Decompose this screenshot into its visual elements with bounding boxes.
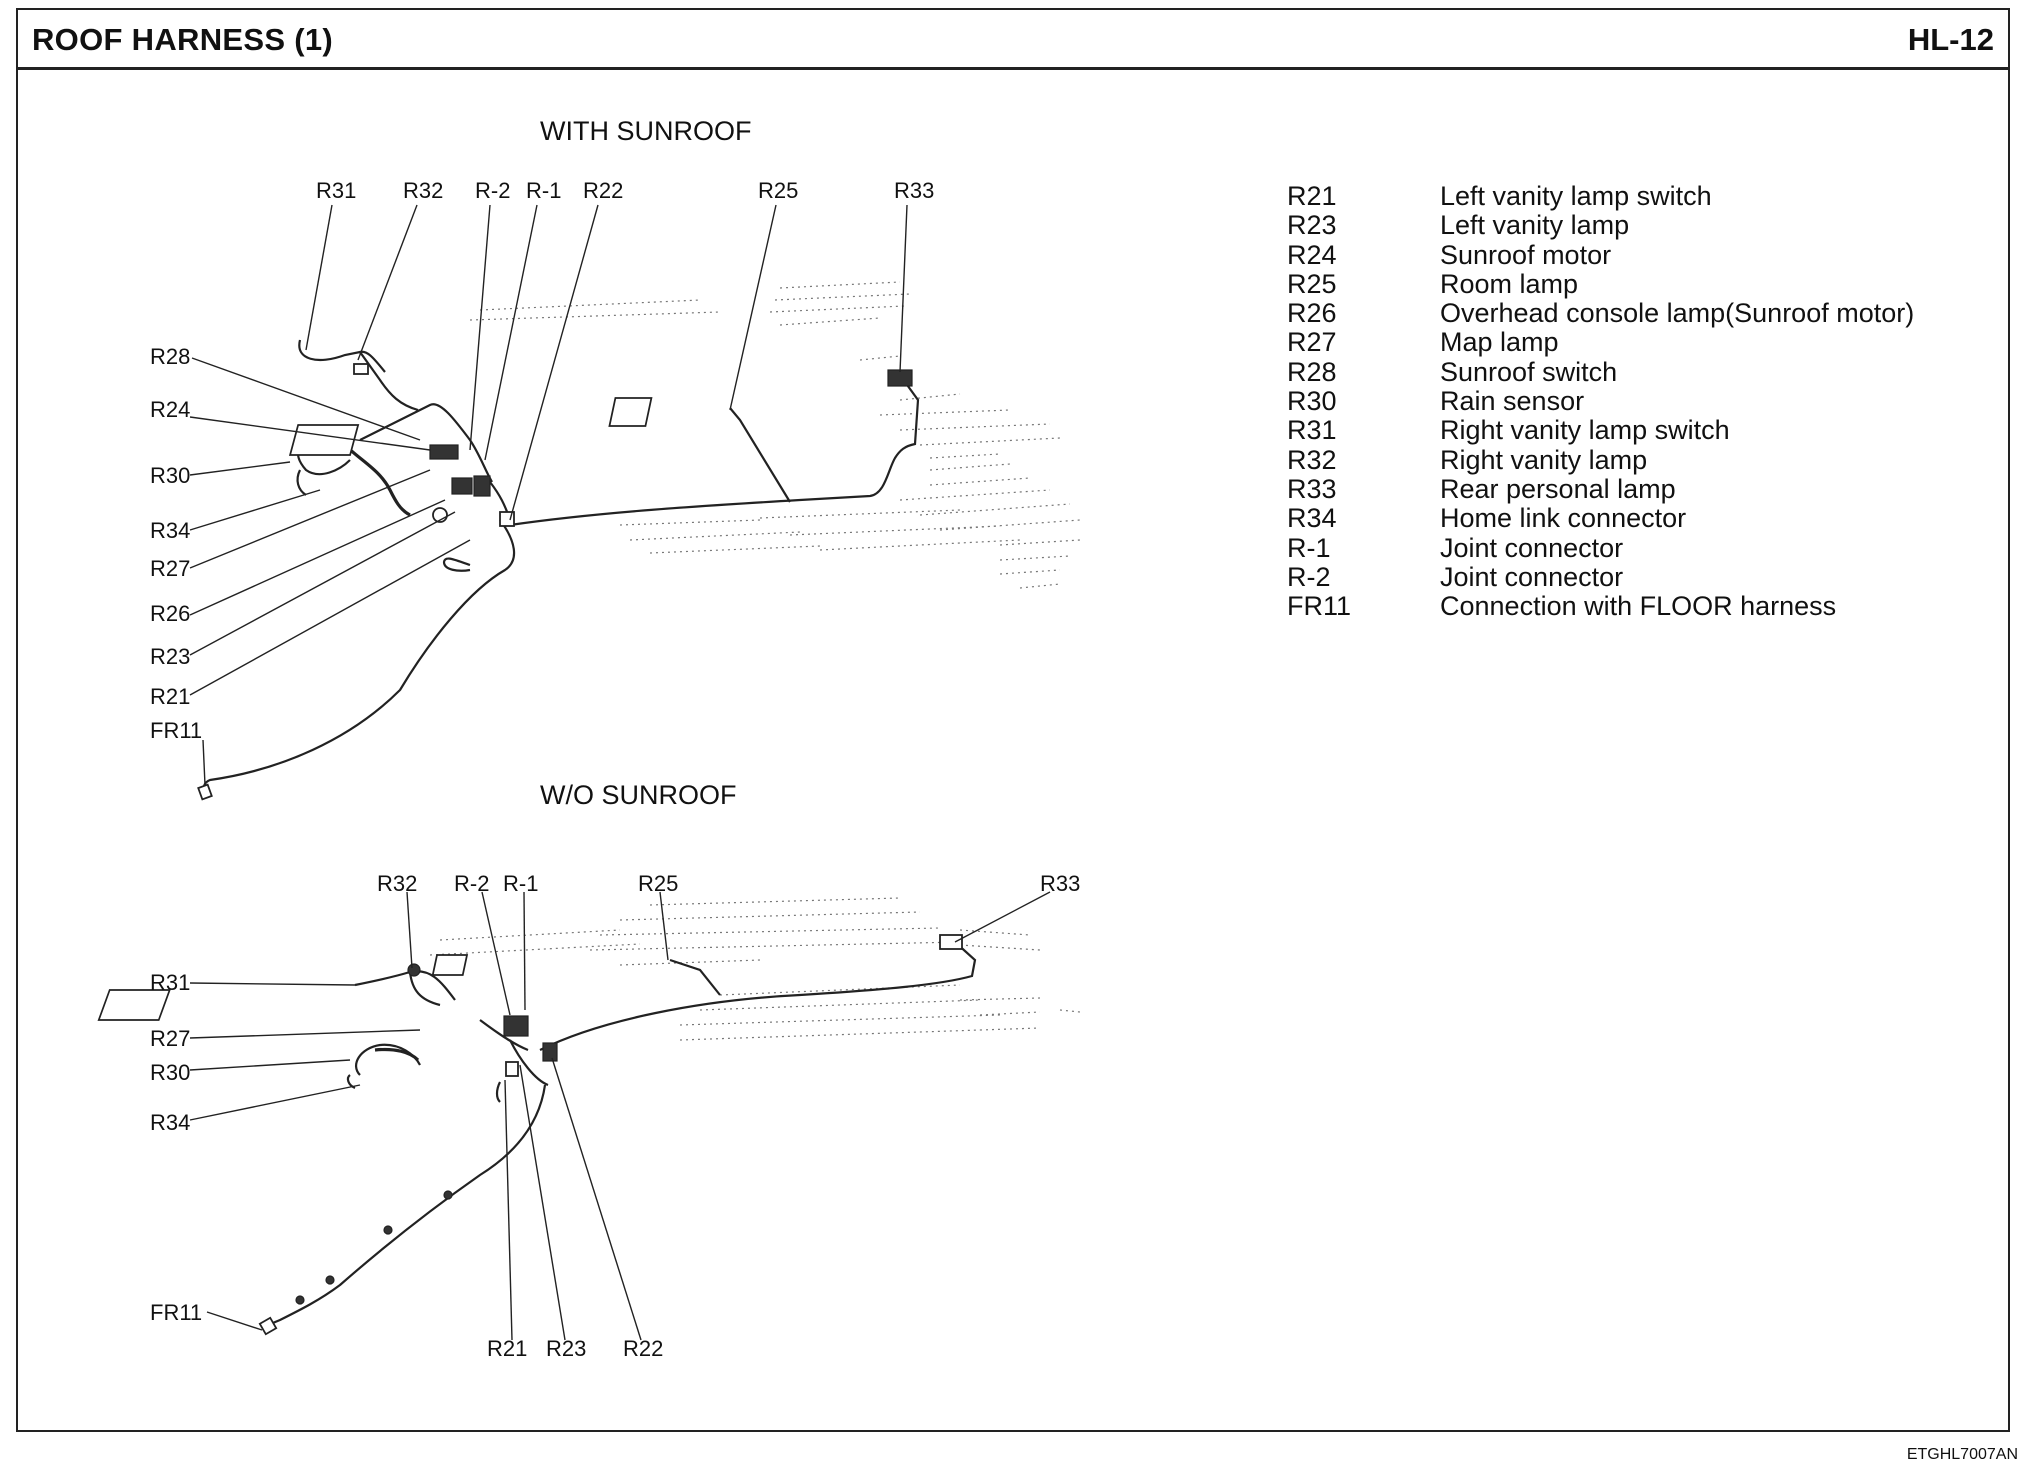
legend-code: R23: [1287, 210, 1337, 241]
wo-sunroof-leaders: [189, 891, 1051, 1341]
ws-label-fr11: FR11: [150, 718, 203, 743]
ws-label-r21: R21: [150, 684, 191, 709]
wo-label-r21: R21: [487, 1336, 528, 1361]
legend-desc: Rear personal lamp: [1440, 473, 1676, 504]
legend-code: R33: [1287, 473, 1337, 504]
legend-code: R34: [1287, 503, 1337, 534]
legend-code: R32: [1287, 444, 1337, 475]
legend-row: R25 Room lamp: [1287, 268, 1987, 299]
wo-label-r32: R32: [377, 871, 418, 896]
legend-code: R26: [1287, 298, 1337, 329]
wo-label-r22: R22: [623, 1336, 664, 1361]
legend-code: FR11: [1287, 591, 1352, 622]
ws-label-r26: R26: [150, 601, 191, 626]
ws-label-r32: R32: [403, 178, 444, 203]
legend-desc: Right vanity lamp switch: [1440, 415, 1730, 446]
wo-label-r-1: R-1: [503, 871, 539, 896]
wo-sunroof-title: W/O SUNROOF: [540, 780, 737, 810]
with-sunroof-headliner: [469, 281, 1081, 589]
legend-code: R24: [1287, 239, 1337, 270]
with-sunroof-harness: [197, 339, 920, 801]
ws-label-r30: R30: [150, 463, 191, 488]
document-code: ETGHL7007AN: [1906, 1446, 2018, 1463]
legend-row: R34 Home link connector: [1287, 504, 1987, 533]
wo-sunroof-harness: [97, 934, 977, 1336]
legend-row: R33 Rear personal lamp: [1287, 473, 1987, 504]
ws-label-r31: R31: [316, 178, 357, 203]
legend-row: R-2 Joint connector: [1287, 561, 1987, 592]
with-sunroof-title: WITH SUNROOF: [540, 116, 752, 146]
legend-row: R32 Right vanity lamp: [1287, 444, 1987, 475]
wo-label-fr11: FR11: [150, 1300, 203, 1325]
legend-code: R21: [1287, 181, 1337, 211]
wo-label-r-2: R-2: [454, 871, 490, 896]
ws-label-r-1: R-1: [526, 178, 562, 203]
wo-label-r27: R27: [150, 1026, 191, 1051]
wo-label-r31: R31: [150, 970, 191, 995]
legend-code: R30: [1287, 386, 1337, 417]
ws-label-r24: R24: [150, 397, 191, 422]
legend-row: R28 Sunroof switch: [1287, 356, 1987, 387]
page-number: HL-12: [1907, 22, 1994, 57]
legend-code: R-1: [1287, 532, 1331, 563]
legend-desc: Map lamp: [1440, 327, 1559, 358]
legend-code: R27: [1287, 327, 1337, 358]
legend-desc: Rain sensor: [1440, 386, 1585, 417]
ws-label-r27: R27: [150, 556, 191, 581]
legend-desc: Joint connector: [1440, 532, 1624, 563]
legend-desc: Left vanity lamp switch: [1440, 181, 1712, 211]
legend-row: R-1 Joint connector: [1287, 532, 1987, 563]
wo-label-r30: R30: [150, 1060, 191, 1085]
legend-desc: Home link connector: [1440, 503, 1687, 534]
wo-sunroof-headliner: [429, 897, 1081, 1041]
ws-label-r33: R33: [894, 178, 935, 203]
ws-label-r34: R34: [150, 518, 191, 543]
legend-desc: Sunroof switch: [1440, 356, 1618, 387]
legend-row: R30 Rain sensor: [1287, 387, 1987, 416]
legend-row: R26 Overhead console lamp(Sunroof motor): [1287, 299, 1987, 328]
page-title: ROOF HARNESS (1): [32, 22, 334, 57]
legend-desc: Left vanity lamp: [1440, 210, 1630, 241]
legend-row: R21 Left vanity lamp switch: [1287, 182, 1987, 211]
legend-code: R-2: [1287, 561, 1331, 592]
legend-code: R31: [1287, 415, 1337, 446]
legend-desc: Right vanity lamp: [1440, 444, 1648, 475]
wo-label-r23: R23: [546, 1336, 587, 1361]
legend-desc: Joint connector: [1440, 561, 1624, 592]
ws-label-r-2: R-2: [475, 178, 511, 203]
with-sunroof-leaders: [189, 204, 908, 786]
legend-row: R23 Left vanity lamp: [1287, 211, 1987, 240]
wo-label-r33: R33: [1040, 871, 1081, 896]
legend-code: R25: [1287, 268, 1337, 299]
ws-label-r25: R25: [758, 178, 799, 203]
wo-label-r25: R25: [638, 871, 679, 896]
legend-desc: Overhead console lamp(Sunroof motor): [1440, 298, 1915, 329]
legend-desc: Room lamp: [1440, 268, 1579, 299]
legend-row: FR11 Connection with FLOOR harness: [1287, 592, 1987, 621]
legend-desc: Sunroof motor: [1440, 239, 1612, 270]
page-header: ROOF HARNESS (1) HL-12: [16, 8, 2010, 70]
ws-label-r22: R22: [583, 178, 624, 203]
legend-desc: Connection with FLOOR harness: [1440, 591, 1837, 622]
legend-row: R24 Sunroof motor: [1287, 239, 1987, 270]
ws-label-r28: R28: [150, 344, 191, 369]
legend-row: R31 Right vanity lamp switch: [1287, 416, 1987, 445]
ws-label-r23: R23: [150, 644, 191, 669]
legend-code: R28: [1287, 356, 1337, 387]
legend-row: R27 Map lamp: [1287, 328, 1987, 357]
wo-label-r34: R34: [150, 1110, 191, 1135]
connector-legend: R21 Left vanity lamp switch R23 Left vanit…: [1287, 182, 1987, 621]
